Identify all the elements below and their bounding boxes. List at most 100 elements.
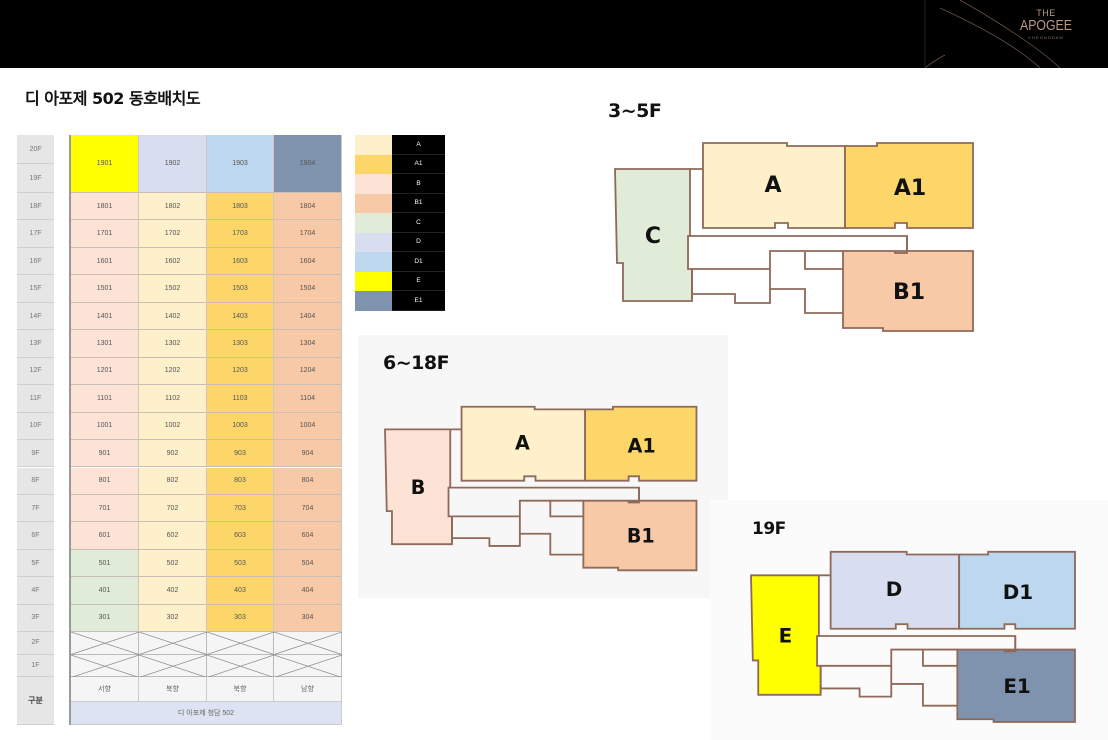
legend-item: A1 xyxy=(355,154,445,174)
unit-block-a1 xyxy=(844,142,974,229)
floor-label: 8F xyxy=(17,467,54,495)
unit-label-b1: B1 xyxy=(627,525,655,548)
legend-key-label: B1 xyxy=(392,193,445,213)
plan-label-6-18f: 6~18F xyxy=(383,352,450,374)
unit-cell: 404 xyxy=(274,577,342,605)
floor-label: 17F xyxy=(17,220,54,248)
legend-swatch xyxy=(355,252,392,272)
floor-label: 1F xyxy=(17,654,54,678)
floor-label: 18F xyxy=(17,193,54,221)
unit-cell: 1804 xyxy=(274,193,342,221)
floor-label: 13F xyxy=(17,330,54,358)
unit-cell: 801 xyxy=(71,467,139,495)
cross-mark-icon xyxy=(207,654,274,678)
unit-cell: 601 xyxy=(71,522,139,550)
legend-swatch xyxy=(355,213,392,233)
unit-cell: 1501 xyxy=(71,275,139,303)
cross-mark-icon xyxy=(71,654,139,678)
unit-cell: 301 xyxy=(71,604,139,633)
legend-item: B xyxy=(355,174,445,194)
floor-label: 20F xyxy=(17,135,54,164)
category-label: 구분 xyxy=(17,677,54,726)
unit-cell: 1502 xyxy=(139,275,207,303)
cross-mark-icon xyxy=(139,654,207,678)
unit-cell: 903 xyxy=(207,440,274,468)
floor-label: 10F xyxy=(17,412,54,441)
legend-item: D1 xyxy=(355,252,445,272)
unit-cell: 1004 xyxy=(274,412,342,441)
unit-cell: 1204 xyxy=(274,357,342,386)
legend-swatch xyxy=(355,174,392,194)
unit-cell: 1202 xyxy=(139,357,207,386)
unit-block-e1 xyxy=(956,648,1076,723)
unit-block-a1 xyxy=(584,405,698,482)
cross-mark-icon xyxy=(139,632,207,655)
unit-cell: 1902 xyxy=(139,135,207,193)
legend-key-label: B xyxy=(392,174,445,194)
unit-cell: 1901 xyxy=(71,135,139,193)
unit-cell: 1903 xyxy=(207,135,274,193)
brand-logo: THE APOGEE CHEONGDAM xyxy=(1006,8,1086,42)
unit-cell: 1704 xyxy=(274,220,342,248)
unit-cell: 604 xyxy=(274,522,342,550)
unit-cell: 302 xyxy=(139,604,207,633)
unit-cell: 303 xyxy=(207,604,274,633)
unit-cell: 1703 xyxy=(207,220,274,248)
building-name-cell: 디 아포제 청담 502 xyxy=(71,702,342,726)
unit-cell: 704 xyxy=(274,494,342,523)
unit-cell: 1303 xyxy=(207,330,274,358)
floor-label: 5F xyxy=(17,549,54,578)
unit-cell: 1104 xyxy=(274,385,342,413)
cross-mark-icon xyxy=(274,632,342,655)
unit-block-b xyxy=(384,428,453,546)
floor-label: 3F xyxy=(17,604,54,633)
legend-key-label: C xyxy=(392,213,445,233)
legend-key-label: E1 xyxy=(392,291,445,311)
legend-key-label: E xyxy=(392,271,445,291)
unit-label-a: A xyxy=(764,173,781,198)
unit-label-e: E xyxy=(779,624,793,647)
unit-cell: 1002 xyxy=(139,412,207,441)
unit-cell: 1702 xyxy=(139,220,207,248)
unit-cell: 1601 xyxy=(71,247,139,276)
brand-the: THE xyxy=(1036,8,1056,18)
legend-item: B1 xyxy=(355,193,445,213)
unit-cell: 1301 xyxy=(71,330,139,358)
brand-name: APOGEE xyxy=(1020,17,1072,34)
legend-swatch xyxy=(355,154,392,174)
unit-label-d: D xyxy=(886,578,903,601)
legend-key-label: D xyxy=(392,232,445,252)
unit-cell: 503 xyxy=(207,549,274,578)
unit-cell: 1701 xyxy=(71,220,139,248)
unit-cell: 1602 xyxy=(139,247,207,276)
unit-label-a: A xyxy=(515,432,530,455)
header-bar: THE APOGEE CHEONGDAM xyxy=(0,0,1108,68)
unit-block-d1 xyxy=(958,550,1076,630)
direction-cell: 서향 xyxy=(71,677,139,703)
core-outline xyxy=(817,574,1017,707)
legend-key-label: D1 xyxy=(392,252,445,272)
unit-cell: 1302 xyxy=(139,330,207,358)
unit-cell: 304 xyxy=(274,604,342,633)
unit-cell: 502 xyxy=(139,549,207,578)
unit-cell: 904 xyxy=(274,440,342,468)
unit-cell: 1304 xyxy=(274,330,342,358)
legend-item: E xyxy=(355,271,445,291)
legend-swatch xyxy=(355,193,392,213)
unit-cell: 1103 xyxy=(207,385,274,413)
unit-cell: 902 xyxy=(139,440,207,468)
unit-cell: 1203 xyxy=(207,357,274,386)
non-residential-cell xyxy=(139,632,207,655)
non-residential-cell xyxy=(274,632,342,655)
unit-cell: 1403 xyxy=(207,302,274,331)
legend-item: D xyxy=(355,232,445,252)
floor-label: 6F xyxy=(17,522,54,550)
non-residential-cell xyxy=(274,654,342,678)
unit-cell: 1404 xyxy=(274,302,342,331)
unit-label-c: C xyxy=(645,224,661,249)
unit-cell: 703 xyxy=(207,494,274,523)
unit-label-b1: B1 xyxy=(893,280,925,305)
